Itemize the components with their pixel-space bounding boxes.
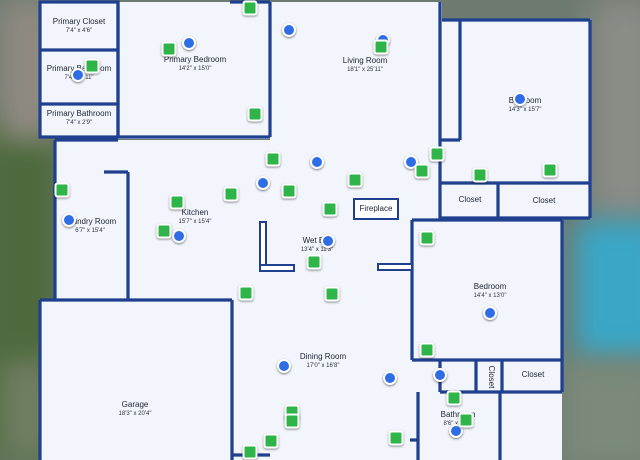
photo-point-marker[interactable] (449, 424, 463, 438)
camera-marker[interactable] (161, 41, 177, 57)
room-primary-closet[interactable]: Primary Closet 7'4" x 4'6" (44, 17, 114, 35)
room-bedroom-southeast[interactable]: Bedroom 14'4" x 13'0" (450, 282, 530, 300)
camera-marker[interactable] (542, 162, 558, 178)
room-name: Garage (121, 400, 149, 409)
camera-marker[interactable] (242, 444, 258, 460)
camera-marker[interactable] (472, 167, 488, 183)
room-name: Closet (458, 195, 482, 204)
room-dimensions: 14'4" x 13'0" (473, 293, 507, 299)
photo-point-marker[interactable] (71, 68, 85, 82)
camera-marker[interactable] (242, 0, 258, 16)
photo-point-marker[interactable] (383, 371, 397, 385)
room-name: Closet (487, 365, 496, 389)
photo-point-marker[interactable] (483, 306, 497, 320)
photo-point-marker[interactable] (310, 155, 324, 169)
room-dimensions: 17'0" x 16'8" (306, 363, 340, 369)
camera-marker[interactable] (238, 285, 254, 301)
room-name: Closet (532, 196, 556, 205)
photo-point-marker[interactable] (433, 368, 447, 382)
photo-point-marker[interactable] (172, 229, 186, 243)
room-living-room[interactable]: Living Room 18'1" x 25'11" (320, 56, 410, 74)
room-kitchen[interactable]: Kitchen 15'7" x 15'4" (160, 208, 230, 226)
room-name: Living Room (342, 56, 388, 65)
camera-marker[interactable] (419, 230, 435, 246)
room-name: Dining Room (299, 352, 347, 361)
camera-marker[interactable] (169, 194, 185, 210)
room-primary-bedroom[interactable]: Primary Bedroom 14'2" x 15'0" (150, 55, 240, 73)
room-dining[interactable]: Dining Room 17'0" x 16'8" (283, 352, 363, 370)
photo-point-marker[interactable] (277, 359, 291, 373)
room-name: Kitchen (181, 208, 209, 217)
camera-marker[interactable] (284, 413, 300, 429)
room-dimensions: 7'4" x 2'9" (65, 120, 93, 126)
photo-point-marker[interactable] (513, 92, 527, 106)
room-name: Bathroom (430, 410, 486, 420)
photo-point-marker[interactable] (282, 23, 296, 37)
camera-marker[interactable] (247, 106, 263, 122)
camera-marker[interactable] (306, 254, 322, 270)
camera-marker[interactable] (156, 223, 172, 239)
camera-marker[interactable] (84, 58, 100, 74)
camera-marker[interactable] (429, 146, 445, 162)
room-name: Primary Closet (52, 17, 106, 26)
room-dimensions: 13'4" x 11'3" (300, 247, 334, 253)
room-fireplace[interactable]: Fireplace (355, 204, 397, 214)
photo-point-marker[interactable] (256, 176, 270, 190)
camera-marker[interactable] (347, 172, 363, 188)
camera-marker[interactable] (373, 39, 389, 55)
room-primary-bathroom-b[interactable]: Primary Bathroom 7'4" x 2'9" (44, 109, 114, 127)
camera-marker[interactable] (281, 183, 297, 199)
camera-marker[interactable] (324, 286, 340, 302)
room-dimensions: 14'3" x 15'7" (508, 107, 542, 113)
room-dimensions: 18'3" x 20'4" (118, 411, 152, 417)
room-name: Bedroom (473, 282, 507, 291)
camera-marker[interactable] (265, 151, 281, 167)
room-dimensions: 14'2" x 15'0" (178, 66, 212, 72)
photo-point-marker[interactable] (62, 213, 76, 227)
room-closet-4[interactable]: Closet (510, 370, 556, 380)
photo-point-marker[interactable] (321, 234, 335, 248)
room-name: Fireplace (359, 204, 393, 213)
room-name: Wet Bar (302, 236, 332, 245)
photo-point-marker[interactable] (182, 36, 196, 50)
room-closet-2[interactable]: Closet (516, 196, 572, 206)
room-wet-bar[interactable]: Wet Bar 13'4" x 11'3" (282, 236, 352, 254)
room-name: Primary Bedroom (163, 55, 227, 64)
camera-marker[interactable] (54, 182, 70, 198)
camera-marker[interactable] (223, 186, 239, 202)
room-dimensions: 18'1" x 25'11" (347, 67, 383, 73)
room-dimensions: 6'7" x 15'4" (75, 228, 105, 234)
camera-marker[interactable] (322, 201, 338, 217)
room-laundry[interactable]: Laundry Room 6'7" x 15'4" (56, 217, 124, 235)
room-name: Laundry Room (63, 217, 117, 226)
camera-marker[interactable] (414, 163, 430, 179)
room-closet-3[interactable]: Closet (482, 364, 496, 390)
camera-marker[interactable] (446, 390, 462, 406)
room-name: Primary Bathroom (46, 109, 112, 118)
room-garage[interactable]: Garage 18'3" x 20'4" (100, 400, 170, 418)
camera-marker[interactable] (458, 412, 474, 428)
room-closet-1[interactable]: Closet (446, 195, 494, 205)
room-dimensions: 7'4" x 4'6" (65, 28, 93, 34)
camera-marker[interactable] (419, 342, 435, 358)
room-dimensions: 15'7" x 15'4" (178, 219, 212, 225)
room-name: Closet (521, 370, 545, 379)
camera-marker[interactable] (263, 433, 279, 449)
camera-marker[interactable] (388, 430, 404, 446)
